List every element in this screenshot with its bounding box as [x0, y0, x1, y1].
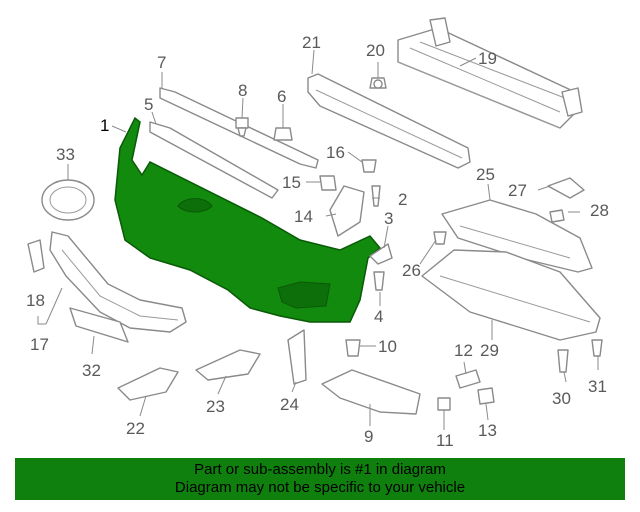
part-14-bracket[interactable]: [329, 185, 365, 237]
callout-1: 1: [100, 116, 109, 135]
part-28-bolt[interactable]: [549, 209, 565, 223]
callout-8: 8: [238, 81, 247, 100]
info-banner: Part or sub-assembly is #1 in diagram Di…: [15, 458, 625, 500]
callout-16: 16: [326, 143, 345, 162]
part-29-under-cover[interactable]: [421, 249, 601, 341]
part-24-bracket[interactable]: [287, 329, 307, 385]
callout-19: 19: [478, 49, 497, 68]
callout-25: 25: [476, 165, 495, 184]
part-25-upper-cover[interactable]: [441, 199, 593, 273]
callout-15: 15: [282, 173, 301, 192]
part-12-socket[interactable]: [455, 369, 481, 389]
part-33-emblem[interactable]: [41, 179, 95, 221]
callout-27: 27: [508, 181, 527, 200]
callout-3: 3: [384, 209, 393, 228]
callout-26: 26: [402, 261, 421, 280]
part-19-reinforcement[interactable]: [397, 17, 583, 129]
parts-diagram: 1 2 3 4 5 6 7 8 9 10 11 12 13 14 15 16 1…: [26, 17, 609, 450]
part-6-clip[interactable]: [273, 127, 293, 141]
callout-5: 5: [144, 95, 153, 114]
callout-9: 9: [364, 427, 373, 446]
part-1-bumper-cover[interactable]: [114, 116, 382, 323]
part-22-fog-cover[interactable]: [117, 367, 179, 401]
part-23-fog-cover[interactable]: [195, 349, 261, 381]
part-31-clip[interactable]: [591, 339, 603, 357]
callout-21: 21: [302, 33, 321, 52]
banner-line-2: Diagram may not be specific to your vehi…: [174, 479, 466, 496]
callout-20: 20: [366, 41, 385, 60]
callout-32: 32: [82, 361, 101, 380]
part-27-bracket[interactable]: [547, 177, 585, 199]
callout-22: 22: [126, 419, 145, 438]
callout-6: 6: [277, 87, 286, 106]
part-20-bolt[interactable]: [369, 77, 387, 89]
leader-lines: [37, 49, 599, 430]
part-10-clip[interactable]: [345, 339, 361, 357]
callout-29: 29: [480, 341, 499, 360]
callout-30: 30: [552, 389, 571, 408]
part-5-strip[interactable]: [149, 121, 279, 199]
banner-line-1: Part or sub-assembly is #1 in diagram: [194, 461, 446, 478]
callout-33: 33: [56, 145, 75, 164]
callout-12: 12: [454, 341, 473, 360]
callout-4: 4: [374, 307, 383, 326]
callout-18: 18: [26, 291, 45, 310]
part-8-clip[interactable]: [235, 117, 249, 137]
callout-28: 28: [590, 201, 609, 220]
callout-24: 24: [280, 395, 299, 414]
part-15-clip[interactable]: [319, 175, 337, 191]
callout-11: 11: [436, 431, 454, 450]
callout-31: 31: [588, 377, 607, 396]
callout-2: 2: [398, 190, 407, 209]
callout-13: 13: [478, 421, 497, 440]
part-32-plate[interactable]: [69, 307, 129, 343]
part-13-bolt[interactable]: [477, 387, 495, 405]
callout-23: 23: [206, 397, 225, 416]
part-30-clip[interactable]: [557, 349, 569, 373]
part-3-bracket[interactable]: [369, 243, 393, 265]
part-18-bracket[interactable]: [27, 239, 45, 273]
part-16-clip[interactable]: [361, 159, 377, 173]
part-2-screw[interactable]: [371, 185, 381, 207]
part-9-bracket[interactable]: [321, 369, 421, 415]
part-4-clip[interactable]: [373, 271, 385, 291]
part-21-absorber[interactable]: [307, 73, 471, 169]
callout-10: 10: [378, 337, 397, 356]
part-17-grille[interactable]: [49, 231, 187, 333]
part-11-nut[interactable]: [437, 397, 451, 411]
callout-14: 14: [294, 207, 313, 226]
callout-17: 17: [30, 335, 49, 354]
part-26-bolt[interactable]: [433, 231, 447, 245]
callout-7: 7: [157, 53, 166, 72]
